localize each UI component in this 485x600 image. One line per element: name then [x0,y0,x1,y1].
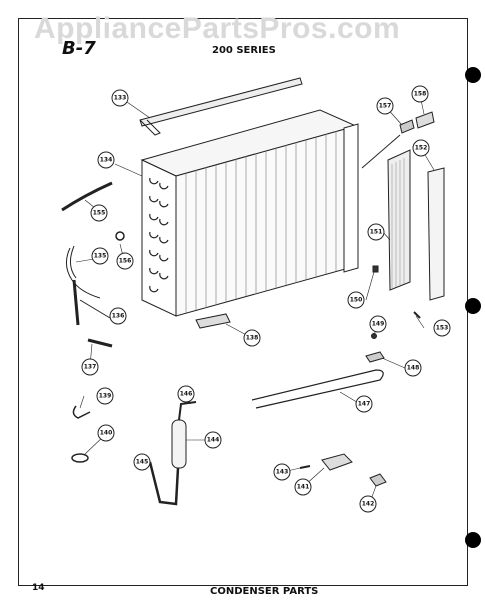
part-screen-151 [387,149,411,291]
svg-text:136: 136 [112,313,125,320]
callout-152: 152 [412,139,430,157]
callout-143: 143 [273,463,291,481]
part-drier-144 [171,401,197,469]
part-screw-143 [299,465,311,469]
callout-group: 133 134 135 136 137 138 139 140 141 142 … [81,85,451,513]
binder-hole-middle [465,298,481,314]
callout-150: 150 [347,291,365,309]
svg-text:146: 146 [180,391,193,398]
callout-146: 146 [177,385,195,403]
svg-text:138: 138 [246,335,259,342]
callout-136: 136 [109,307,127,325]
binder-hole-bottom [465,532,481,548]
part-screw-153 [413,311,421,319]
part-clamp-139 [72,405,91,419]
watermark: AppliancePartsPros.com [34,12,401,45]
callout-134: 134 [97,151,115,169]
callout-141: 141 [294,478,312,496]
part-block-138 [195,313,231,329]
part-strap-155 [61,181,113,212]
svg-text:158: 158 [414,91,427,98]
callout-155: 155 [90,204,108,222]
section-id: B-7 [62,38,96,59]
callout-148: 148 [404,359,422,377]
svg-text:142: 142 [362,501,375,508]
svg-text:143: 143 [276,469,289,476]
callout-138: 138 [243,329,261,347]
callout-139: 139 [96,387,114,405]
condenser-coil [140,109,359,317]
part-fitting-158 [415,111,435,129]
svg-text:149: 149 [372,321,385,328]
callout-158: 158 [411,85,429,103]
svg-text:141: 141 [297,484,310,491]
svg-text:145: 145 [136,459,149,466]
callout-142: 142 [359,495,377,513]
svg-text:133: 133 [114,95,127,102]
svg-text:135: 135 [94,253,107,260]
svg-text:152: 152 [415,145,428,152]
series-title: 200 SERIES [212,45,276,56]
callout-135: 135 [91,247,109,265]
callout-140: 140 [97,424,115,442]
callout-147: 147 [355,395,373,413]
part-clip-142 [369,473,387,487]
callout-157: 157 [376,97,394,115]
part-ring-140 [71,453,89,463]
svg-text:144: 144 [207,437,220,444]
svg-text:155: 155 [93,210,106,217]
part-nut-150 [372,265,379,273]
part-tube-145 [148,461,180,506]
callout-133: 133 [111,89,129,107]
callout-153: 153 [433,319,451,337]
callout-149: 149 [369,315,387,333]
part-washer-149 [371,333,377,339]
svg-text:150: 150 [350,297,363,304]
callout-151: 151 [367,223,385,241]
svg-text:134: 134 [100,157,113,164]
svg-text:151: 151 [370,229,383,236]
part-grommet-156 [115,231,125,241]
svg-text:153: 153 [436,325,449,332]
svg-text:156: 156 [119,258,132,265]
page-title: CONDENSER PARTS [210,586,319,597]
part-panel-152 [427,167,445,301]
page-number: 14 [32,583,45,593]
callout-145: 145 [133,453,151,471]
part-tube-147 [251,369,384,409]
part-bar-133 [139,77,303,136]
svg-text:140: 140 [100,430,113,437]
part-fitting-157 [399,119,415,134]
binder-hole-top [465,67,481,83]
svg-text:147: 147 [358,401,371,408]
callout-137: 137 [81,358,99,376]
svg-text:137: 137 [84,364,97,371]
part-bracket-141 [321,453,353,471]
callout-156: 156 [116,252,134,270]
svg-text:148: 148 [407,365,420,372]
part-bulb-assembly [66,245,111,326]
part-clip-148 [365,351,385,363]
callout-144: 144 [204,431,222,449]
svg-text:139: 139 [99,393,112,400]
svg-text:157: 157 [379,103,392,110]
part-tube-137 [87,338,113,348]
